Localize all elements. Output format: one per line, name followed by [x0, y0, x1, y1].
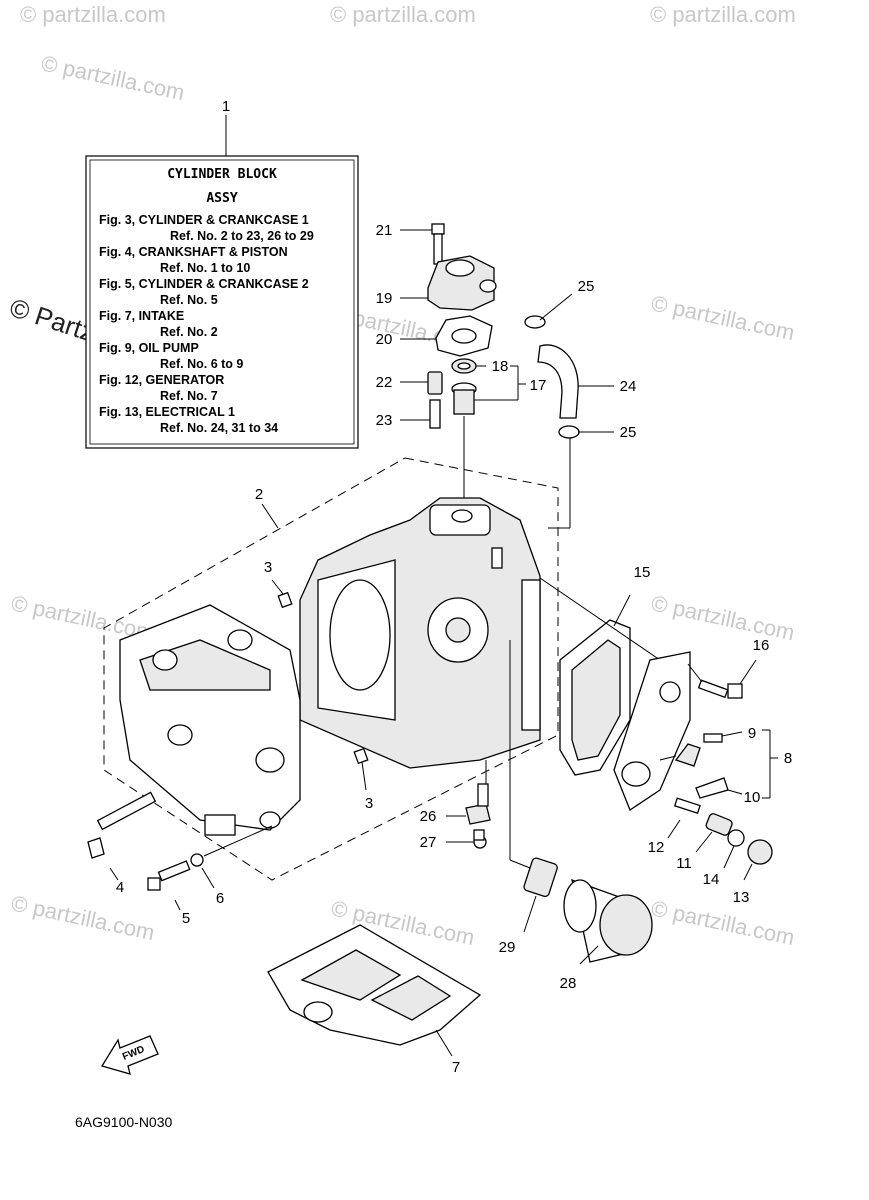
box-line: Ref. No. 2 to 23, 26 to 29 [170, 229, 314, 243]
callout-3: 3 [264, 559, 272, 576]
box-line: Fig. 7, INTAKE [99, 309, 184, 323]
cylinder-block [299, 497, 541, 769]
callout-23: 23 [376, 412, 393, 429]
callout-29: 29 [499, 939, 516, 956]
callout-10: 10 [744, 789, 761, 806]
callout-22: 22 [376, 374, 393, 391]
callout-3: 3 [365, 795, 373, 812]
diagram-code: 6AG9100-N030 [75, 1114, 173, 1130]
callouts: 1 2 3 3 4 5 6 7 8 9 10 11 12 13 14 15 16… [116, 98, 792, 1076]
box-line: Fig. 4, CRANKSHAFT & PISTON [99, 245, 288, 259]
callout-8: 8 [784, 750, 792, 767]
watermark-text: © partzilla.com [20, 2, 166, 27]
watermark-text: © partzilla.com [649, 590, 797, 645]
watermark-text: © partzilla.com [330, 2, 476, 27]
callout-15: 15 [634, 564, 651, 581]
callout-12: 12 [648, 839, 665, 856]
side-cover-group [539, 577, 778, 881]
callout-25: 25 [620, 424, 637, 441]
callout-7: 7 [452, 1059, 460, 1076]
box-line: Fig. 5, CYLINDER & CRANKCASE 2 [99, 277, 309, 291]
box-line: Ref. No. 5 [160, 293, 218, 307]
box-title-2: ASSY [206, 191, 237, 206]
callout-5: 5 [182, 910, 190, 927]
callout-1: 1 [222, 98, 230, 115]
anode-group [446, 760, 491, 849]
box-line: Fig. 3, CYLINDER & CRANKCASE 1 [99, 213, 309, 227]
callout-4: 4 [116, 879, 124, 896]
callout-11: 11 [676, 855, 692, 872]
watermark-text: © partzilla.com [9, 890, 157, 945]
box-line: Ref. No. 6 to 9 [160, 357, 243, 371]
callout-21: 21 [376, 222, 393, 239]
box-line: Fig. 12, GENERATOR [99, 373, 224, 387]
gasket-7 [267, 924, 482, 1057]
fasteners-left [87, 791, 273, 911]
callout-19: 19 [376, 290, 393, 307]
box-line: Fig. 9, OIL PUMP [99, 341, 199, 355]
callout-28: 28 [560, 975, 577, 992]
fwd-arrow-icon: FWD [100, 1035, 159, 1075]
callout-24: 24 [620, 378, 637, 395]
callout-25: 25 [578, 278, 595, 295]
watermark-text: © partzilla.com [649, 895, 797, 950]
callout-27: 27 [420, 834, 437, 851]
box-line: Ref. No. 24, 31 to 34 [160, 421, 278, 435]
watermark-text: © partzilla.com [650, 2, 796, 27]
callout-13: 13 [733, 889, 750, 906]
callout-20: 20 [376, 331, 393, 348]
box-line: Ref. No. 2 [160, 325, 218, 339]
callout-17: 17 [530, 377, 547, 394]
callout-14: 14 [703, 871, 720, 888]
callout-9: 9 [748, 725, 756, 742]
crankcase [119, 604, 301, 836]
watermark-text: © partzilla.com [39, 50, 187, 105]
assembly-outline [103, 457, 559, 881]
dowel-pins [271, 579, 369, 791]
callout-2: 2 [255, 486, 263, 503]
callout-18: 18 [492, 358, 509, 375]
box-title-1: CYLINDER BLOCK [167, 167, 277, 182]
box-line: Fig. 13, ELECTRICAL 1 [99, 405, 235, 419]
box-line: Ref. No. 1 to 10 [160, 261, 250, 275]
reference-box: CYLINDER BLOCK ASSY Fig. 3, CYLINDER & C… [85, 115, 359, 449]
oil-filter-group [509, 640, 653, 965]
callout-16: 16 [753, 637, 770, 654]
callout-26: 26 [420, 808, 437, 825]
watermark-text: © partzilla.com [649, 290, 797, 345]
thermostat-group [400, 223, 614, 529]
box-line: Ref. No. 7 [160, 389, 218, 403]
callout-6: 6 [216, 890, 224, 907]
